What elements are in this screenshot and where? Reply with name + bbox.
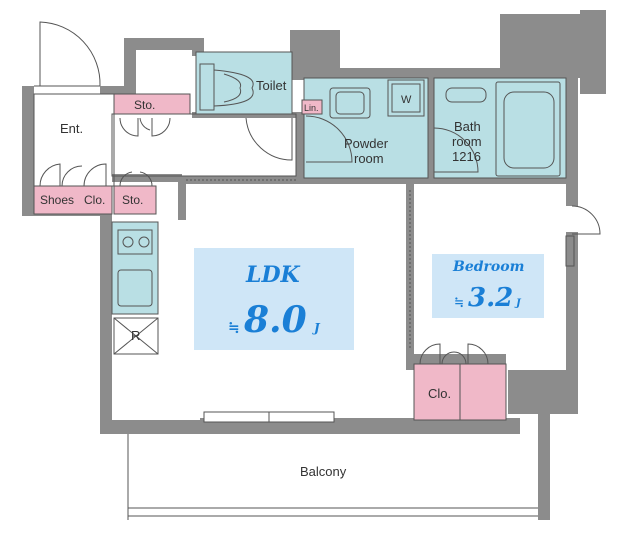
door-swing-icon: [39, 21, 101, 87]
shoes-closet-label: Clo.: [84, 193, 105, 207]
bath-label-3: 1216: [452, 149, 481, 164]
sink-icon: [329, 87, 371, 119]
storage-mid: [113, 185, 157, 215]
ldk-label: LDK: [245, 262, 301, 288]
fridge-label: R: [131, 328, 140, 343]
toilet-room: [195, 51, 293, 115]
bath-label-2: room: [452, 134, 482, 149]
storage-mid-label: Sto.: [122, 193, 143, 207]
labels: Toilet Sto. Ent. Lin. W Powder room Bath…: [40, 78, 524, 479]
kitchen-counter: [111, 221, 159, 315]
balcony-label: Balcony: [300, 464, 347, 479]
shoes-label: Shoes: [40, 193, 74, 207]
ldk-size: 8.0: [243, 299, 307, 341]
washer-label: W: [401, 94, 412, 106]
bedroom-panel: [432, 254, 544, 318]
powder-label-1: Powder: [344, 136, 389, 151]
fixtures: [33, 21, 601, 520]
ldk-panel: [194, 248, 354, 350]
bathtub-icon: [445, 81, 561, 177]
linen-label: Lin.: [304, 103, 319, 113]
powder-room: [303, 77, 429, 179]
entrance-label: Ent.: [60, 121, 83, 136]
toilet-icon: [199, 63, 254, 111]
bathroom: [433, 77, 567, 179]
closet-label: Clo.: [428, 386, 451, 401]
bedroom-unit: J: [514, 298, 522, 309]
stove-icon: [117, 229, 153, 255]
refrigerator-icon: [113, 317, 159, 355]
ldk-unit: J: [312, 321, 321, 335]
bedroom-size-prefix: ≒: [454, 295, 464, 309]
linen: [301, 99, 323, 115]
bedroom-label: Bedroom: [452, 259, 524, 275]
bedroom-size: 3.2: [468, 283, 513, 313]
bath-label-1: Bath: [454, 119, 481, 134]
storage-top-label: Sto.: [134, 98, 155, 112]
ldk-size-prefix: ≒: [228, 320, 240, 336]
toilet-label: Toilet: [256, 78, 287, 93]
powder-label-2: room: [354, 151, 384, 166]
room-fills: [33, 51, 567, 421]
